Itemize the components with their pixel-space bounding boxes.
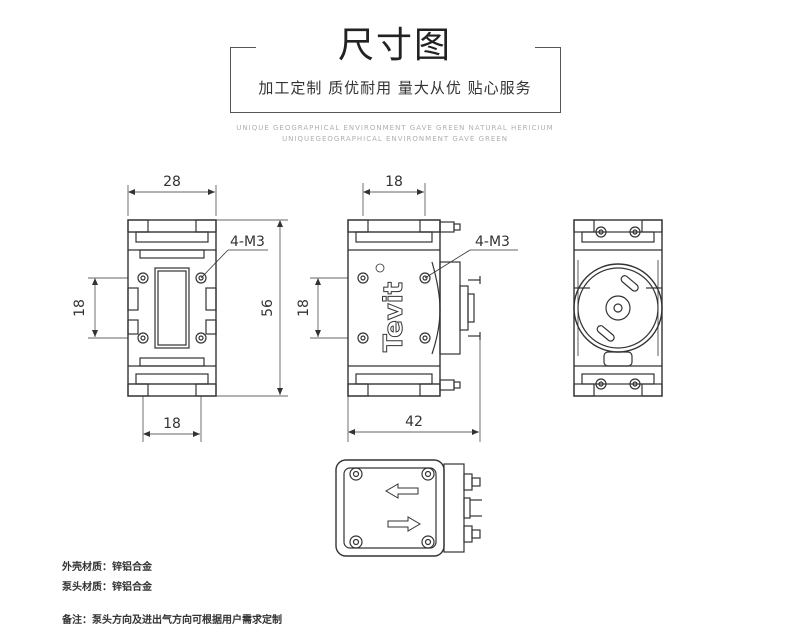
front-view <box>88 185 288 442</box>
side-thread-label: 4-M3 <box>475 234 510 250</box>
dim-side-hole-spacing-v: 18 <box>296 299 312 317</box>
page-subtitle: 加工定制 质优耐用 量大从优 贴心服务 <box>258 79 532 97</box>
front-thread-label: 4-M3 <box>230 234 265 250</box>
registered-mark-icon <box>375 263 385 273</box>
title-bracket-right <box>535 47 561 113</box>
dim-side-top-width: 18 <box>385 174 403 190</box>
side-view <box>310 183 518 442</box>
page-title: 尺寸图 <box>337 25 452 66</box>
english-tagline-2: UNIQUEGEOGRAPHICAL ENVIRONMENT GAVE GREE… <box>282 135 508 143</box>
dim-front-height: 56 <box>260 299 276 317</box>
dim-front-width: 28 <box>163 174 181 190</box>
dim-side-length: 42 <box>405 414 423 430</box>
title-bracket-bottom <box>230 112 561 113</box>
pump-end-view <box>573 219 663 397</box>
english-tagline-1: UNIQUE GEOGRAPHICAL ENVIRONMENT GAVE GRE… <box>236 124 554 132</box>
shell-material-note: 外壳材质：锌铝合金 <box>62 562 152 573</box>
dim-front-hole-spacing-h: 18 <box>163 416 181 432</box>
brand-logo-text: Tevit <box>379 282 409 352</box>
title-bracket-left <box>230 47 256 113</box>
remark-note: 备注：泵头方向及进出气方向可根据用户需求定制 <box>62 615 282 626</box>
pump-head-material-note: 泵头材质：锌铝合金 <box>62 582 152 593</box>
top-view <box>335 459 482 557</box>
dim-front-hole-spacing-v: 18 <box>72 299 88 317</box>
